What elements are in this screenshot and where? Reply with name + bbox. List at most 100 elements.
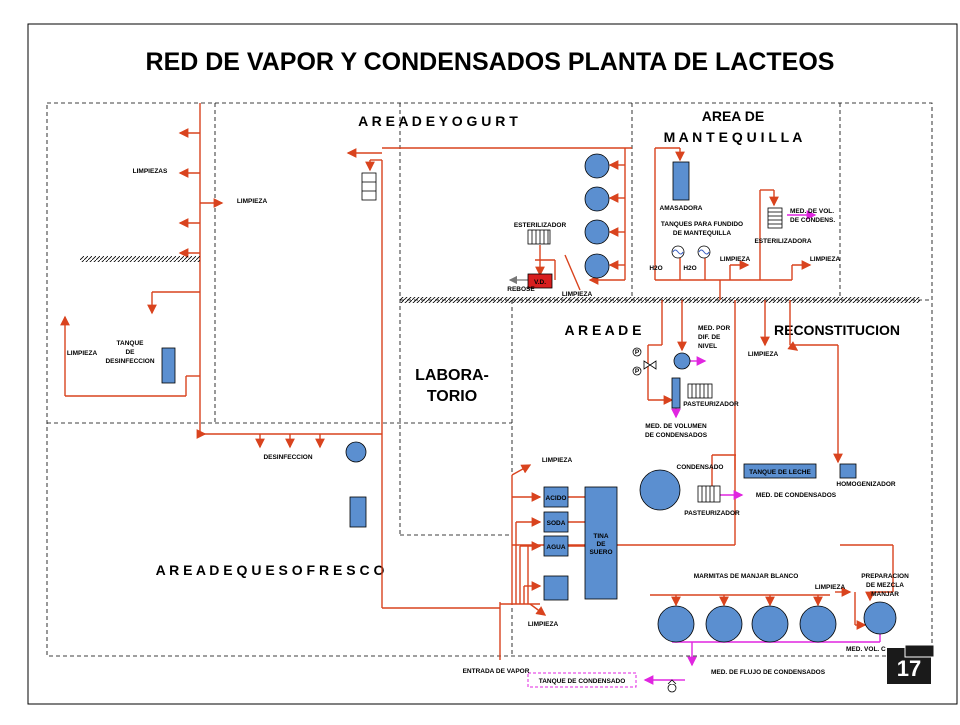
condensado-label: CONDENSADO [677,464,724,471]
yogurt-tank-small[interactable] [361,172,377,201]
left-floor-hatch [80,256,200,262]
marmita-1[interactable] [657,605,695,643]
queso-tank-tall[interactable] [349,496,367,528]
acido-label: ACIDO [546,495,567,502]
med-vol-cond-line1: MED. DE VOL. [790,208,834,215]
tina-label-line2: DE [596,541,606,548]
area-yogurt-title: A R E A D E Y O G U R T [358,113,518,129]
tina-label-line3: SUERO [589,549,612,556]
tina-label-line1: TINA [593,533,608,540]
tina-de-suero[interactable] [584,486,618,600]
med-volumen-line1: MED. DE VOLUMEN [645,423,707,430]
limpieza-marmitas-label: LIMPIEZA [815,584,846,591]
soda-label: SODA [547,520,566,527]
diagram-title: RED DE VAPOR Y CONDENSADOS PLANTA DE LAC… [146,48,835,76]
med-por-line1: MED. POR [698,325,730,332]
tanque-condensado-label: TANQUE DE CONDENSADO [539,678,626,685]
med-flujo-label: MED. DE FLUJO DE CONDENSADOS [711,669,826,676]
med-por-line2: DIF. DE [698,334,721,341]
tanques-fundido[interactable] [671,245,711,259]
limpiezas-label: LIMPIEZAS [133,168,168,175]
tanque-soda[interactable] [543,511,569,533]
limpieza-yogurt-label: LIMPIEZA [562,291,593,298]
tanque-desinfeccion[interactable] [161,347,176,384]
tanque-de-leche[interactable] [743,463,817,479]
homogenizador[interactable] [839,463,857,479]
marmitas-label: MARMITAS DE MANJAR BLANCO [694,573,799,580]
gauge-p1-label: P [635,349,640,356]
desinfeccion-label: DESINFECCION [263,454,312,461]
preparacion-line1: PREPARACION [861,573,909,580]
area-mantequilla-title-line2: M A N T E Q U I L L A [664,129,803,145]
med-volumen-line2: DE CONDENSADOS [645,432,708,439]
marmita-2[interactable] [705,605,743,643]
marmita-4[interactable] [799,605,837,643]
marmita-3[interactable] [751,605,789,643]
esterilizadora-unit[interactable] [767,207,783,229]
gauge-p2-label: P [635,368,640,375]
mantequilla-steam-lines [654,147,817,300]
yogurt-tank-4[interactable] [584,253,610,279]
yogurt-tank-1[interactable] [584,153,610,179]
med-vol-cond-line2: DE CONDENS. [790,217,835,224]
rebose-label: REBOSE [507,286,535,293]
laboratorio-title-line2: TORIO [427,388,477,405]
esterilizador-unit[interactable] [527,229,551,245]
tanque-condensado[interactable] [527,672,637,688]
condensado-tank[interactable] [639,469,681,511]
limpieza-top-label: LIMPIEZA [237,198,268,205]
preparacion-line3: MANJAR [871,591,899,598]
med-condensados-label: MED. DE CONDENSADOS [756,492,837,499]
limpieza-mant-label-1: LIMPIEZA [720,256,751,263]
page-number: 17 [897,656,921,681]
homogenizador-label: HOMOGENIZADOR [836,481,896,488]
tanque-acido[interactable] [543,486,569,508]
yogurt-tank-2[interactable] [584,186,610,212]
agua-label: AGUA [546,544,565,551]
pasteurizador-1-body[interactable] [671,377,681,409]
limpieza-rec-label: LIMPIEZA [748,351,779,358]
preparacion-line2: DE MEZCLA [866,582,904,589]
preparacion-mezcla-tank[interactable] [863,601,897,635]
h2o-label-2: H2O [683,265,696,272]
control-valve-icon [643,360,657,370]
limpieza-left-label: LIMPIEZA [67,350,98,357]
outer-frame [27,23,958,705]
entrada-vapor-label: ENTRADA DE VAPOR [463,668,530,675]
h2o-label-1: H2O [649,265,662,272]
limpieza-queso-top-label: LIMPIEZA [542,457,573,464]
left-area-steam-lines [60,103,382,449]
pasteurizador-1-plates[interactable] [687,383,713,399]
pasteurizador-2-plates[interactable] [697,485,721,503]
queso-tank-bottom[interactable] [543,575,569,601]
med-vol-c-label: MED. VOL. C [846,646,886,653]
condensate-pump-icon [667,679,677,693]
tanques-fundido-line1: TANQUES PARA FUNDIDO [661,221,743,228]
med-por-dif-nivel-tank[interactable] [673,352,691,370]
tanque-label-line1: TANQUE [117,340,145,347]
yogurt-tank-3[interactable] [584,219,610,245]
limpieza-queso-bottom-label: LIMPIEZA [528,621,559,628]
tanque-label-line2: DE [125,349,135,356]
page-number-badge: 17 [887,644,935,684]
tanque-leche-label: TANQUE DE LECHE [749,469,811,476]
pasteurizador-2-label: PASTEURIZADOR [684,510,740,517]
amasadora[interactable] [672,161,690,201]
laboratorio-title-line1: LABORA- [415,367,489,384]
med-por-line3: NIVEL [698,343,717,350]
area-reconstitucion-title-line2: RECONSTITUCION [774,322,900,338]
area-reconstitucion-title-line1: A R E A D E [564,322,641,338]
limpieza-mant-label-2: LIMPIEZA [810,256,841,263]
esterilizador-label: ESTERILIZADOR [514,222,567,229]
queso-tank-round[interactable] [345,441,367,463]
tanque-agua[interactable] [543,535,569,557]
valvula-vd[interactable] [527,273,553,289]
pressure-gauges: P P [632,347,657,376]
tanque-label-line3: DESINFECCION [105,358,154,365]
yogurt-steam-lines [346,147,632,608]
area-queso-title: A R E A D E Q U E S O F R E S C O [156,562,385,578]
esterilizadora-label: ESTERILIZADORA [754,238,811,245]
tanques-fundido-line2: DE MANTEQUILLA [673,230,731,237]
